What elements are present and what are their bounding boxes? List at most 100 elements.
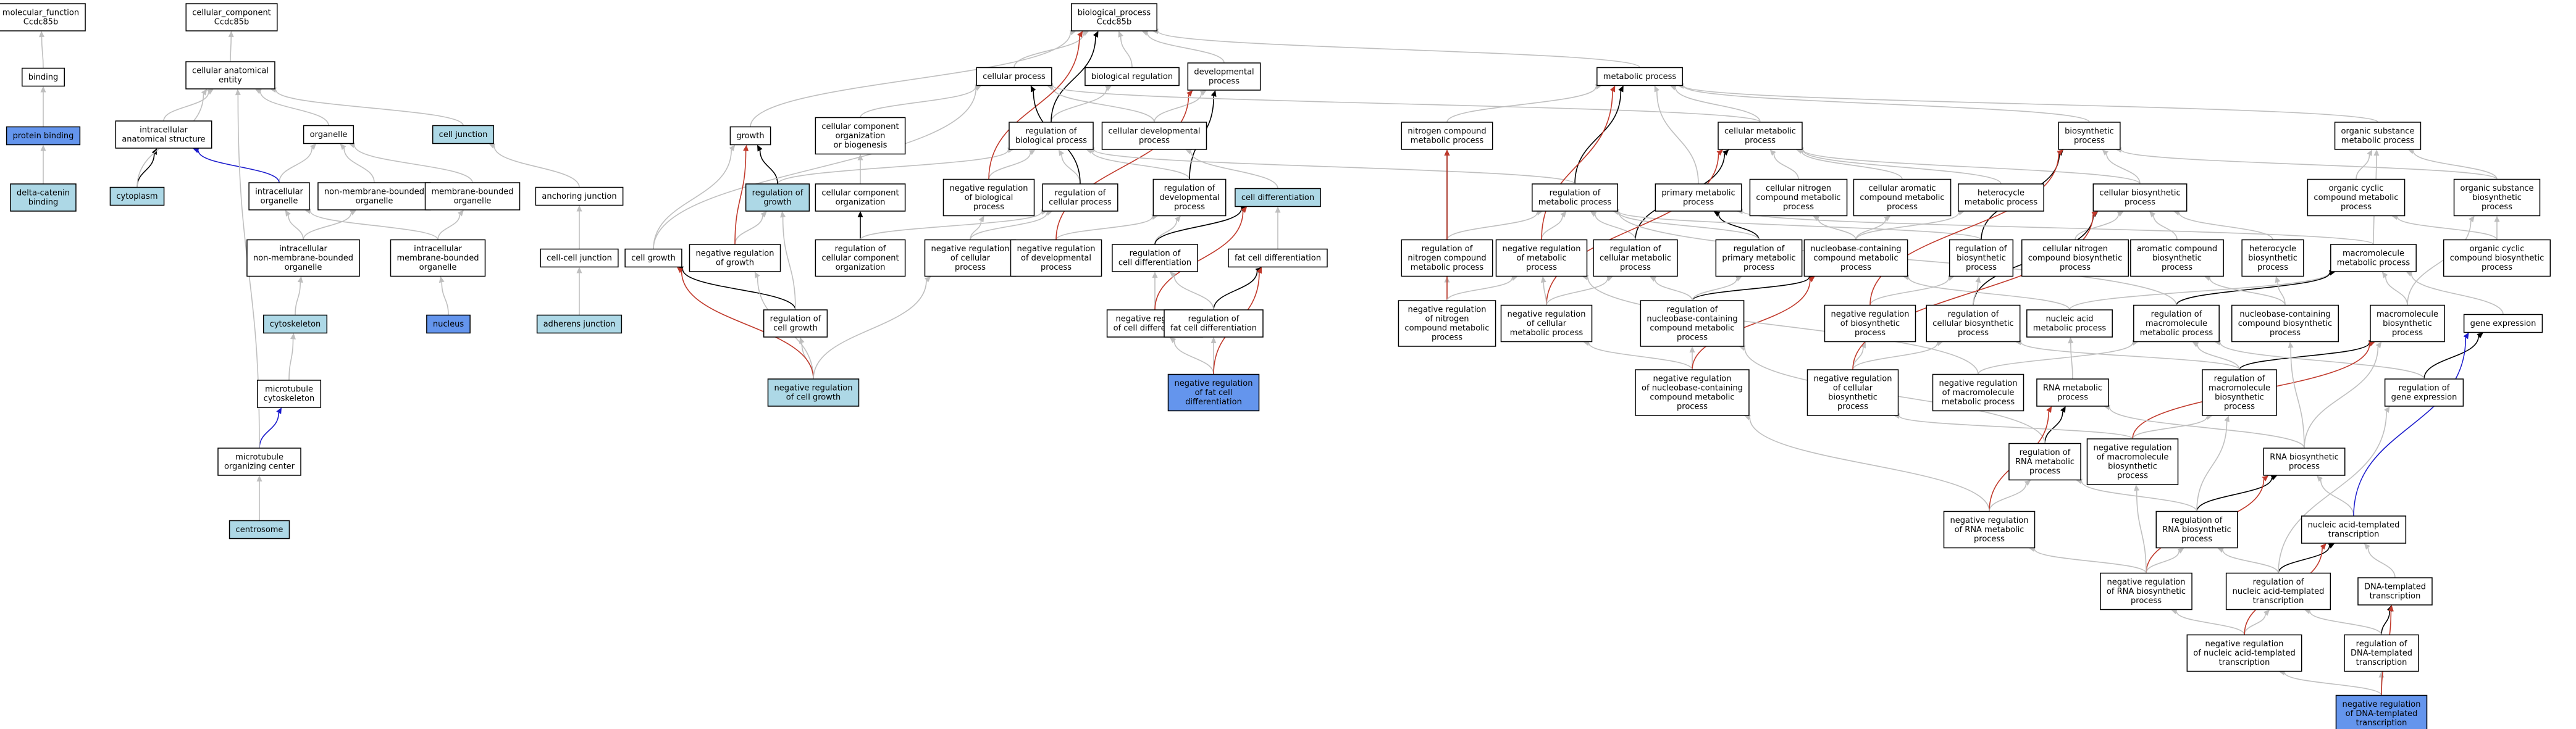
relation-edge-line <box>1154 209 1242 245</box>
go-term-label: transcription <box>2253 596 2304 606</box>
go-term-label: negative regulation <box>1939 379 2017 388</box>
relation-arrowhead <box>1141 30 1149 36</box>
relation-arrowhead <box>2388 605 2394 612</box>
relation-edge <box>2044 406 2066 444</box>
go-term-label: process <box>1139 136 1170 146</box>
go-term-label: RNA metabolic <box>2015 457 2075 467</box>
relation-edge-line <box>2136 490 2147 573</box>
relation-edge <box>1590 211 1636 240</box>
relation-edge <box>1973 276 1981 306</box>
relation-edge <box>2170 609 2245 635</box>
go-term-box <box>1532 183 1618 212</box>
relation-arrowhead <box>1975 276 1981 283</box>
go-term-label: process <box>1677 402 1708 412</box>
go-term-label: Ccdc85b <box>214 18 249 27</box>
relation-edge-line <box>2146 551 2180 573</box>
relation-edge-line <box>1013 33 1085 68</box>
go-term-label: negative regulation <box>1174 379 1252 388</box>
relation-arrowhead <box>151 148 157 155</box>
relation-edge-line <box>1094 149 1575 185</box>
go-term-label: regulation of <box>2171 516 2223 525</box>
go-term-node: cytoskeleton <box>262 314 328 334</box>
relation-edge-line <box>653 149 732 249</box>
relation-edge <box>1051 31 1099 123</box>
relation-arrowhead <box>276 407 282 414</box>
relation-arrowhead <box>309 143 316 150</box>
relation-edge <box>2391 214 2498 240</box>
go-term-label: cellular process <box>983 72 1046 81</box>
go-term-label: regulation of <box>1734 244 1785 254</box>
relation-edge <box>163 89 214 122</box>
go-term-label: cell differentiation <box>1241 193 1314 202</box>
go-term-label: gene expression <box>2391 393 2457 402</box>
relation-arrowhead <box>438 276 445 283</box>
go-term-label: metabolic process <box>2341 136 2415 146</box>
go-term-label: negative regulation <box>931 244 1009 254</box>
go-term-label: compound biosynthetic <box>2238 319 2333 328</box>
go-term-label: non-membrane-bounded <box>253 254 353 263</box>
go-term-label: of nucleobase-containing <box>1642 384 1743 393</box>
relation-edge <box>2288 341 2305 449</box>
relation-edge <box>1046 83 1761 123</box>
relation-arrowhead <box>1722 149 1729 156</box>
relation-arrowhead <box>2494 215 2500 222</box>
go-term-box <box>390 239 486 277</box>
go-term-label: biosynthetic <box>2383 319 2432 328</box>
relation-edge-line <box>275 90 464 126</box>
go-term-label: process <box>2057 393 2088 402</box>
go-term-label: biosynthetic <box>2472 193 2522 202</box>
go-term-label: cellular anatomical <box>192 67 269 76</box>
go-term-label: heterocycle <box>2249 244 2296 254</box>
relation-edge-line <box>2410 273 2504 315</box>
go-term-box <box>185 3 278 31</box>
relation-arrowhead <box>1735 276 1742 281</box>
go-term-label: organic cyclic <box>2329 184 2384 193</box>
relation-edge <box>1546 276 1613 306</box>
relation-edge <box>1654 85 1699 185</box>
go-term-label: nitrogen compound <box>1408 127 1486 136</box>
relation-edge-line <box>860 86 976 118</box>
relation-edge <box>1692 276 1742 301</box>
relation-edge-line <box>1683 85 2090 123</box>
relation-arrowhead <box>1058 149 1064 156</box>
relation-arrowhead <box>1169 272 1177 278</box>
go-term-label: process <box>2060 263 2091 272</box>
go-term-label: regulation of <box>2151 310 2202 319</box>
go-term-label: macromolecule <box>2146 319 2207 328</box>
relation-edge <box>1169 272 1214 310</box>
relation-arrowhead <box>799 337 805 344</box>
go-term-label: fat cell differentiation <box>1170 324 1257 333</box>
relation-edge-line <box>1801 151 1903 180</box>
relation-edge-line <box>970 213 1047 240</box>
relation-edge-line <box>1120 36 1133 68</box>
relation-edge-line <box>2081 481 2197 512</box>
go-term-label: compound metabolic <box>1860 193 1944 202</box>
relation-edge <box>676 266 796 310</box>
go-term-label: macromolecule <box>2209 384 2270 393</box>
go-term-box <box>2334 122 2422 150</box>
go-term-label: nucleobase-containing <box>1810 244 1901 254</box>
go-term-label: cellular nitrogen <box>1766 184 1831 193</box>
relation-arrowhead <box>2057 149 2064 156</box>
go-term-label: biosynthetic <box>1957 254 2006 263</box>
relation-arrowhead <box>1716 149 1724 156</box>
relation-arrowhead <box>1540 276 1546 283</box>
relation-arrowhead <box>754 272 760 278</box>
go-term-label: regulation of <box>770 315 821 324</box>
go-term-label: process <box>1966 263 1997 272</box>
relation-edge <box>2217 548 2279 573</box>
relation-edge-line <box>2412 151 2498 180</box>
go-term-label: intracellular <box>255 188 303 197</box>
relation-arrowhead <box>2469 215 2475 223</box>
relation-edge <box>228 31 234 62</box>
